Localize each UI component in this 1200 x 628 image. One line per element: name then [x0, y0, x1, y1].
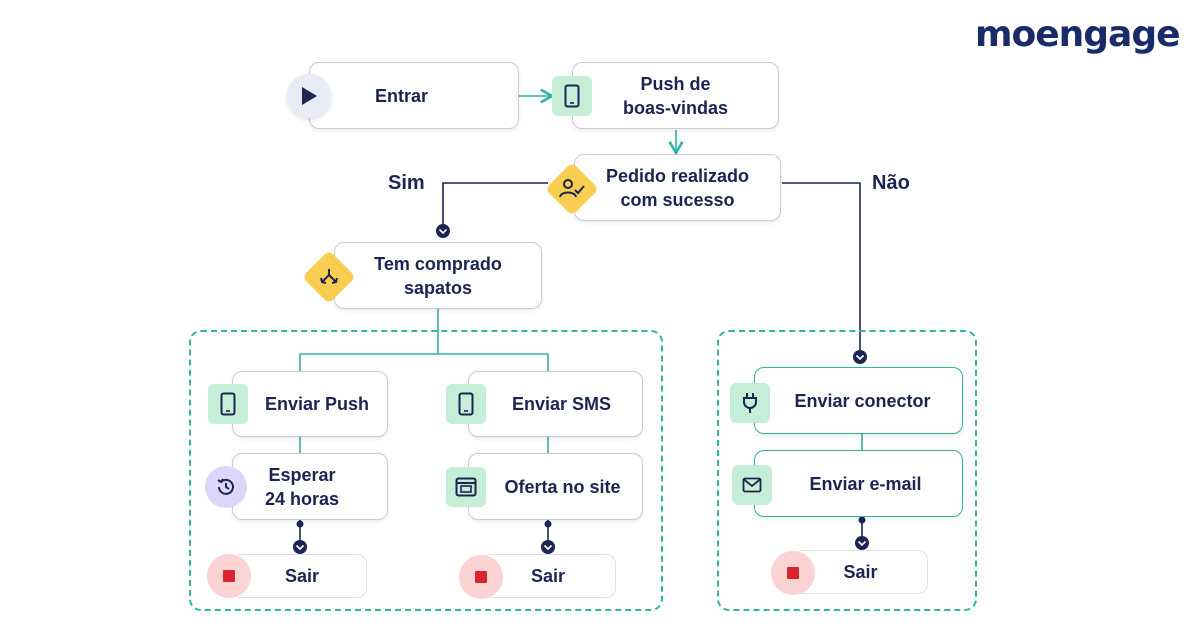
node-sair-label: Sair [530, 566, 566, 586]
dot-left-top [296, 520, 304, 528]
mobile-icon [208, 384, 248, 424]
junction-dot-nao [853, 350, 867, 364]
line-nao [782, 182, 861, 350]
email-envelope-icon [732, 465, 772, 505]
node-enviar-email[interactable]: Enviar e-mail [754, 450, 963, 517]
group-nao-branch [717, 330, 977, 611]
junction-dot-right-sair [855, 536, 869, 550]
exit-stop-icon [207, 554, 251, 598]
node-enviar-push-label: Enviar Push [264, 394, 370, 414]
node-tem-comprado-label: Tem comprado sapatos [374, 253, 502, 298]
node-enviar-sms[interactable]: Enviar SMS [468, 371, 643, 437]
plug-icon [730, 383, 770, 423]
node-esperar-label: Esperar 24 horas [265, 464, 340, 509]
node-sair-label: Sair [284, 566, 320, 586]
node-push-boas-vindas[interactable]: Push de boas-vindas [572, 62, 779, 129]
label-sim: Sim [388, 172, 425, 194]
label-nao: Não [872, 172, 910, 194]
node-sair-label: Sair [843, 562, 878, 582]
line-sim [442, 182, 548, 224]
split-arrows-icon [302, 250, 356, 304]
node-enviar-sms-label: Enviar SMS [511, 394, 612, 414]
node-tem-comprado[interactable]: Tem comprado sapatos [334, 242, 542, 309]
node-pedido-label: Pedido realizado com sucesso [605, 165, 750, 210]
node-esperar[interactable]: Esperar 24 horas [232, 453, 388, 520]
exit-stop-icon [459, 555, 503, 599]
node-enviar-push[interactable]: Enviar Push [232, 371, 388, 437]
node-entrar[interactable]: Entrar [309, 62, 519, 129]
node-enviar-conector-label: Enviar conector [794, 390, 931, 411]
node-pedido-realizado[interactable]: Pedido realizado com sucesso [574, 154, 781, 221]
node-sair-right[interactable]: Sair [793, 550, 928, 594]
wait-clock-icon [205, 466, 247, 508]
node-sair-mid[interactable]: Sair [480, 554, 616, 598]
play-icon [287, 74, 331, 118]
dot-mid-top [544, 520, 552, 528]
node-entrar-label: Entrar [375, 85, 429, 106]
node-sair-left[interactable]: Sair [231, 554, 367, 598]
junction-dot-left-sair [293, 540, 307, 554]
sms-mobile-icon [446, 384, 486, 424]
moengage-logo: moengage [975, 14, 1181, 55]
group-sim-branch [189, 330, 663, 611]
exit-stop-icon [771, 551, 815, 595]
node-oferta-label: Oferta no site [504, 476, 621, 497]
user-check-icon [545, 162, 599, 216]
node-oferta-site[interactable]: Oferta no site [468, 453, 643, 520]
browser-window-icon [446, 467, 486, 507]
junction-dot-mid-sair [541, 540, 555, 554]
node-enviar-conector[interactable]: Enviar conector [754, 367, 963, 434]
node-enviar-email-label: Enviar e-mail [809, 473, 922, 494]
node-push-boas-vindas-label: Push de boas-vindas [622, 73, 729, 118]
junction-dot-sim [436, 224, 450, 238]
dot-right-top [858, 516, 866, 524]
line-split [299, 353, 549, 371]
mobile-icon [552, 76, 592, 116]
